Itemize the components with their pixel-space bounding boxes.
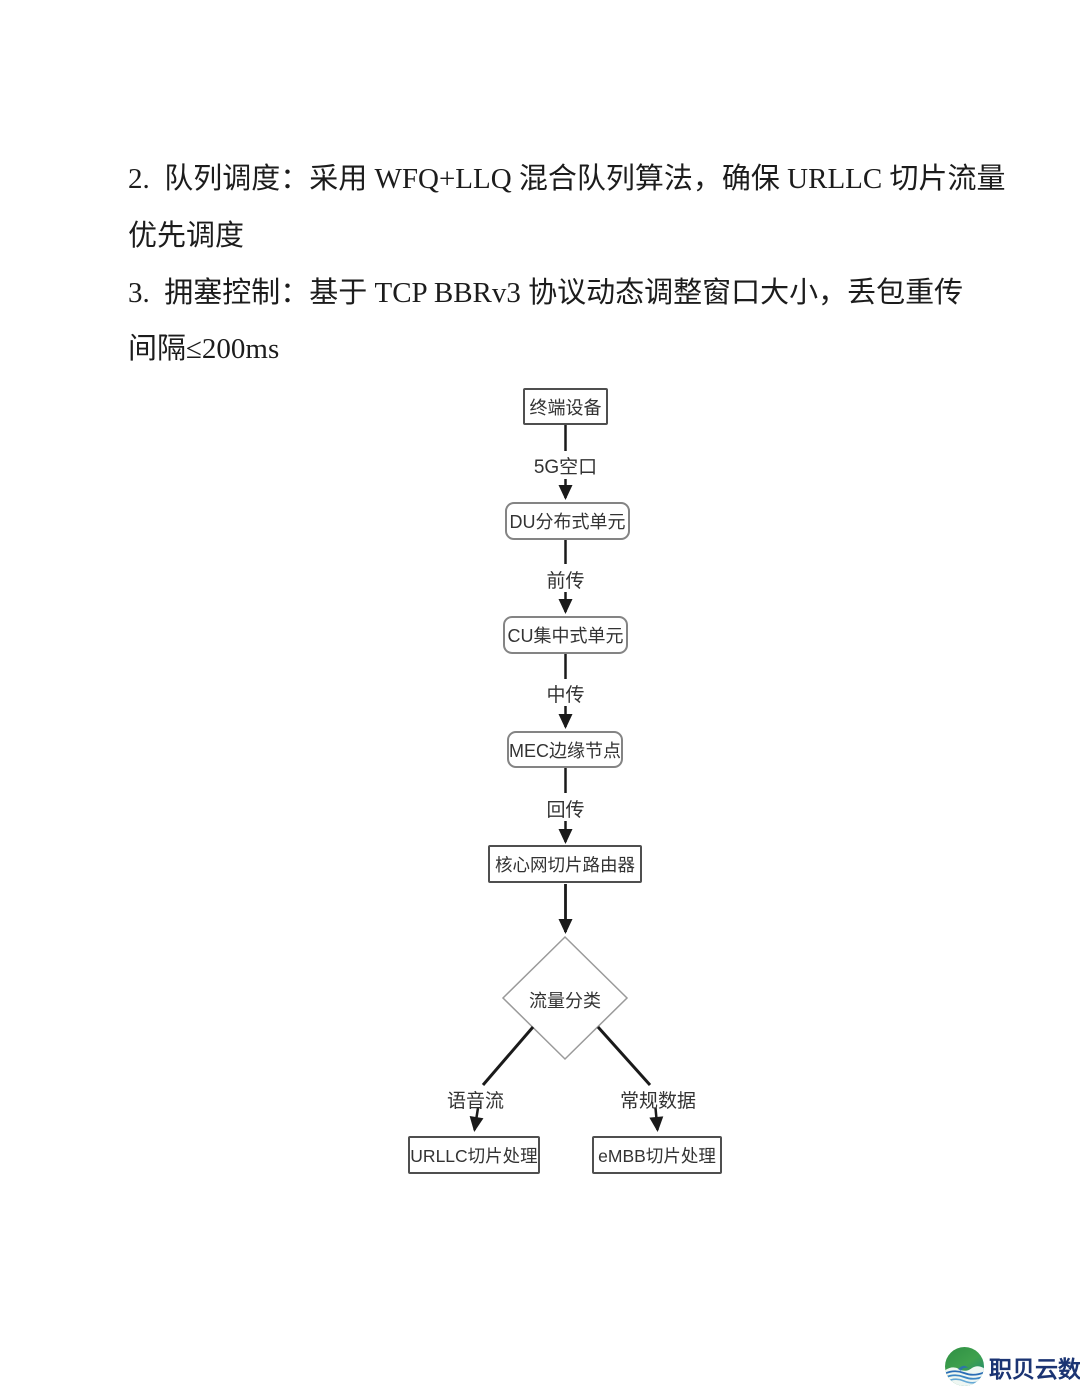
flow-node-mec: MEC边缘节点 (507, 731, 623, 768)
edge-classify-urllc-segment (481, 1026, 535, 1086)
flow-node-core-router: 核心网切片路由器 (488, 845, 642, 883)
flow-node-urllc: URLLC切片处理 (408, 1136, 540, 1174)
flow-node-traffic-classify-label: 流量分类 (529, 991, 601, 1011)
edge-label-midhaul: 中传 (546, 685, 585, 706)
text-line-4: 间隔≤200ms (128, 333, 280, 365)
edge-label-voice-stream: 语音流 (446, 1091, 504, 1112)
flow-node-cu: CU集中式单元 (503, 616, 628, 654)
text-line-1: 2. 队列调度：采用 WFQ+LLQ 混合队列算法，确保 URLLC 切片流量 (128, 163, 1006, 195)
edge-label-backhaul: 回传 (546, 800, 585, 821)
flow-node-embb: eMBB切片处理 (592, 1136, 722, 1174)
text-line-3: 3. 拥塞控制：基于 TCP BBRv3 协议动态调整窗口大小，丢包重传 (128, 277, 964, 309)
brand-logo-icon (945, 1347, 984, 1386)
edge-label-fronthaul: 前传 (546, 571, 585, 592)
edge-label-regular-data: 常规数据 (619, 1091, 696, 1112)
text-line-2: 优先调度 (128, 220, 245, 252)
brand-logo-text: 职贝云数 (989, 1355, 1080, 1382)
flow-node-du: DU分布式单元 (505, 502, 630, 540)
edge-classify-embb-segment (596, 1025, 652, 1087)
brand-logo: 职贝云数 (944, 1346, 1080, 1387)
flow-node-terminal: 终端设备 (523, 388, 608, 425)
edge-label-5g-air-interface: 5G空口 (533, 457, 598, 478)
